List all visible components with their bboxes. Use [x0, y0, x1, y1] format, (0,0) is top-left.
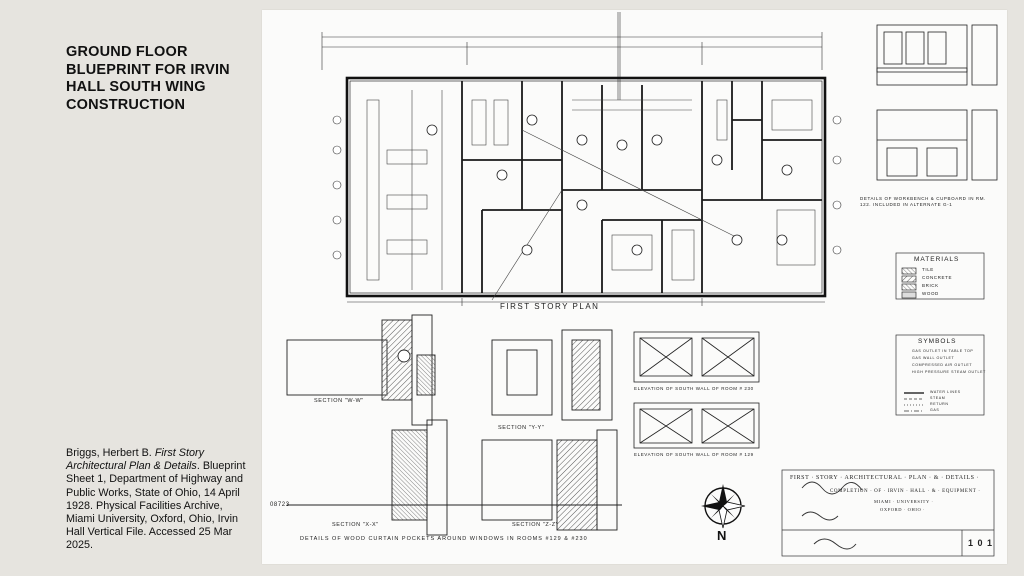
citation-work-title: First Story Architectural Plan & Details: [66, 447, 204, 473]
symbol-item: GAS: [930, 408, 940, 412]
citation-text: Briggs, Herbert B. First Story Architect…: [66, 447, 252, 553]
symbol-item: GAS OUTLET IN TABLE TOP: [912, 349, 974, 353]
material-wood: WOOD: [922, 291, 939, 296]
drawing-number: 08723: [270, 502, 290, 508]
plan-label: FIRST STORY PLAN: [500, 302, 600, 311]
sheet-number: 1 0 1: [968, 538, 994, 548]
north-label: N: [717, 528, 727, 543]
material-tile: TILE: [922, 267, 934, 272]
symbol-item: WATER LINES: [930, 390, 961, 394]
materials-heading: MATERIALS: [914, 256, 960, 263]
title-block-line4: OXFORD · OHIO ·: [880, 507, 926, 512]
section-x-label: SECTION "X-X": [332, 522, 379, 528]
title-block-line1: FIRST · STORY · ARCHITECTURAL · PLAN · &…: [790, 475, 980, 481]
slide-title: GROUND FLOOR BLUEPRINT FOR IRVIN HALL SO…: [66, 44, 230, 113]
material-brick: BRICK: [922, 283, 939, 288]
symbols-heading: SYMBOLS: [918, 338, 957, 345]
citation-details: . Blueprint Sheet 1, Department of Highw…: [66, 460, 246, 552]
section-z-label: SECTION "Z-Z": [512, 522, 559, 528]
symbol-item: HIGH PRESSURE STEAM OUTLET: [912, 370, 986, 374]
elevation-230-label: ELEVATION OF SOUTH WALL OF ROOM # 230: [634, 386, 754, 391]
symbol-item: GAS WALL OUTLET: [912, 356, 955, 360]
material-concrete: CONCRETE: [922, 275, 953, 280]
title-block-line3: MIAMI · UNIVERSITY ·: [874, 499, 934, 504]
symbol-item: COMPRESSED AIR OUTLET: [912, 363, 973, 367]
section-w-label: SECTION "W-W": [314, 398, 364, 404]
symbol-item: RETURN: [930, 402, 949, 406]
citation-author: Briggs, Herbert B.: [66, 447, 155, 459]
details-caption: DETAILS OF WOOD CURTAIN POCKETS AROUND W…: [300, 536, 588, 542]
workbench-caption: DETAILS OF WORKBENCH & CUPBOARD IN RM. 1…: [860, 196, 986, 207]
section-y-label: SECTION "Y-Y": [498, 425, 545, 431]
blueprint-image: FIRST STORY PLAN MATERIALS TILE CONCRETE…: [262, 10, 1007, 564]
title-block-line2: COMPLETION · OF · IRVIN · HALL · & · EQU…: [830, 489, 981, 494]
elevation-129-label: ELEVATION OF SOUTH WALL OF ROOM # 129: [634, 452, 754, 457]
north-arrow-icon: [701, 484, 746, 529]
symbol-item: STEAM: [930, 396, 946, 400]
blueprint-drawing: [286, 12, 998, 557]
